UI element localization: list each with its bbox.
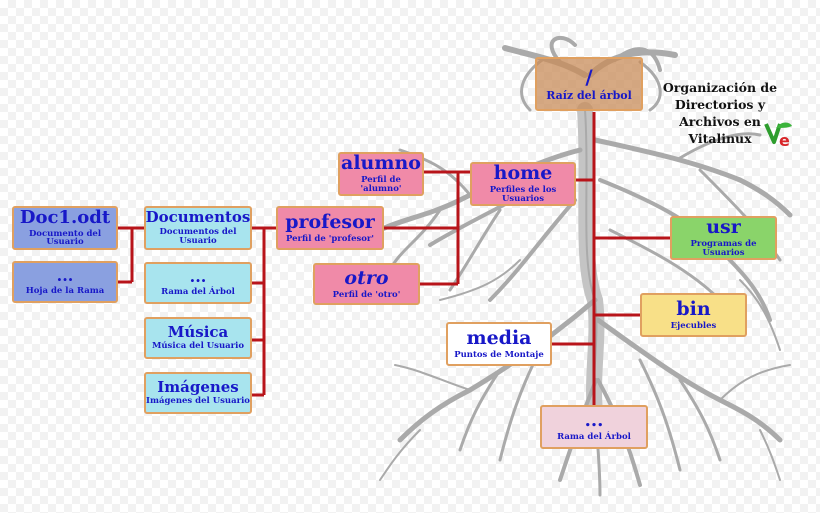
vitalinux-logo-icon: e <box>764 122 792 150</box>
node-alumno-subtitle: Perfil de 'alumno' <box>360 175 402 194</box>
node-media[interactable]: media Puntos de Montaje <box>446 322 552 366</box>
node-imagenes[interactable]: Imágenes Imágenes del Usuario <box>144 372 252 414</box>
node-otro-title: otro <box>344 266 389 289</box>
node-hoja-subtitle: Hoja de la Rama <box>25 285 105 296</box>
node-profesor-title: profesor <box>285 210 375 233</box>
node-rama-root-subtitle: Rama del Árbol <box>557 431 631 442</box>
node-media-title: media <box>466 326 532 349</box>
node-root-title: / <box>585 64 593 89</box>
node-media-subtitle: Puntos de Montaje <box>454 349 544 360</box>
node-hoja[interactable]: ... Hoja de la Rama <box>12 261 118 303</box>
node-bin[interactable]: bin Ejecubles <box>640 293 747 337</box>
node-doc1-subtitle: Documento del Usuario <box>28 228 102 248</box>
node-home-title: home <box>493 162 553 185</box>
node-rama-root[interactable]: ... Rama del Árbol <box>540 405 648 449</box>
node-documentos[interactable]: Documentos Documentos del Usuario <box>144 206 252 250</box>
node-root-subtitle: Raíz del árbol <box>546 88 632 102</box>
node-musica-subtitle: Música del Usuario <box>151 341 245 352</box>
node-rama-profesor-title: ... <box>189 267 207 287</box>
node-doc1-title: Doc1.odt <box>19 206 111 228</box>
node-rama-root-title: ... <box>584 410 604 432</box>
node-rama-profesor[interactable]: ... Rama del Árbol <box>144 262 252 304</box>
node-profesor[interactable]: profesor Perfil de 'profesor' <box>276 206 384 250</box>
node-bin-subtitle: Ejecubles <box>670 320 717 331</box>
node-imagenes-subtitle: Imágenes del Usuario <box>146 396 250 407</box>
connectors <box>118 112 670 405</box>
node-musica[interactable]: Música Música del Usuario <box>144 317 252 359</box>
diagram-title: Organización de Directorios y Archivos e… <box>662 80 778 146</box>
node-home-subtitle: Perfiles de los Usuarios <box>489 185 557 204</box>
node-imagenes-title: Imágenes <box>157 377 239 396</box>
node-usr-subtitle: Programas de Usuarios <box>690 239 757 258</box>
node-musica-title: Música <box>167 322 229 341</box>
node-hoja-title: ... <box>56 266 74 286</box>
node-profesor-subtitle: Perfil de 'profesor' <box>285 233 375 244</box>
svg-text:e: e <box>779 131 790 150</box>
node-root[interactable]: / Raíz del árbol <box>535 57 643 111</box>
node-usr[interactable]: usr Programas de Usuarios <box>670 216 777 260</box>
node-documentos-title: Documentos <box>145 208 251 227</box>
node-usr-title: usr <box>706 216 741 239</box>
node-alumno-title: alumno <box>341 152 421 175</box>
node-home[interactable]: home Perfiles de los Usuarios <box>470 162 576 206</box>
node-documentos-subtitle: Documentos del Usuario <box>159 226 237 246</box>
node-alumno[interactable]: alumno Perfil de 'alumno' <box>338 152 424 196</box>
node-rama-profesor-subtitle: Rama del Árbol <box>161 286 235 297</box>
node-bin-title: bin <box>676 297 711 320</box>
node-otro[interactable]: otro Perfil de 'otro' <box>313 263 420 305</box>
node-otro-subtitle: Perfil de 'otro' <box>332 289 401 300</box>
node-doc1[interactable]: Doc1.odt Documento del Usuario <box>12 206 118 250</box>
